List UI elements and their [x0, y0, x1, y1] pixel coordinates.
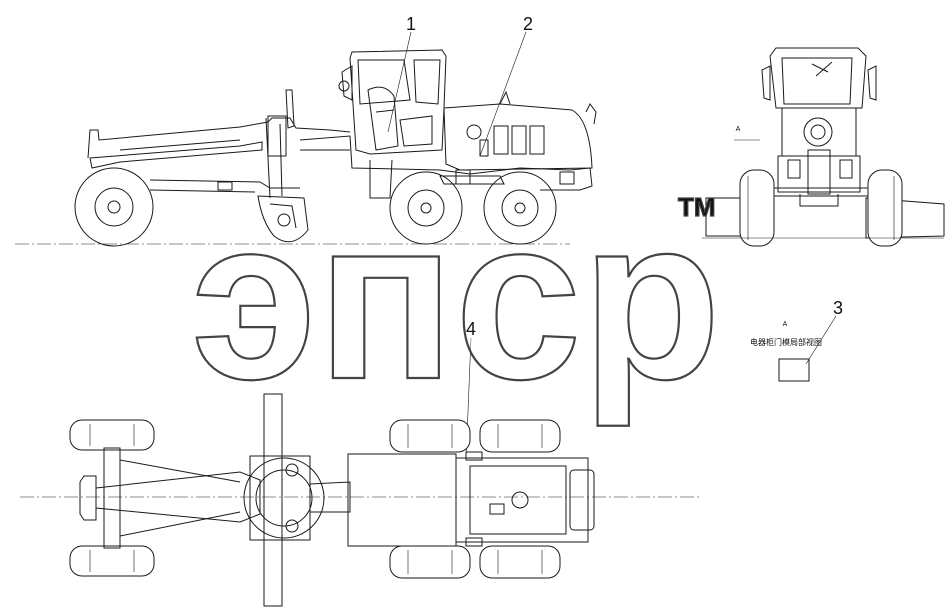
detail-caption: 电器柜门模局部视图	[750, 337, 822, 347]
callout-1: 1	[406, 14, 416, 34]
detail-view-a	[778, 358, 810, 382]
side-view	[15, 49, 597, 247]
watermark-trademark: TM	[678, 192, 716, 222]
callout-2: 2	[523, 14, 533, 34]
callout-labels: 1 2 3 4	[406, 14, 843, 339]
watermark: эпср TM	[190, 169, 722, 428]
callout-3: 3	[833, 298, 843, 318]
watermark-text: эпср	[191, 170, 721, 427]
rear-view	[702, 47, 945, 247]
callout-4: 4	[466, 319, 476, 339]
top-view	[20, 393, 700, 607]
view-mark-rear: A	[736, 126, 741, 133]
view-mark-detail: A	[783, 321, 788, 328]
